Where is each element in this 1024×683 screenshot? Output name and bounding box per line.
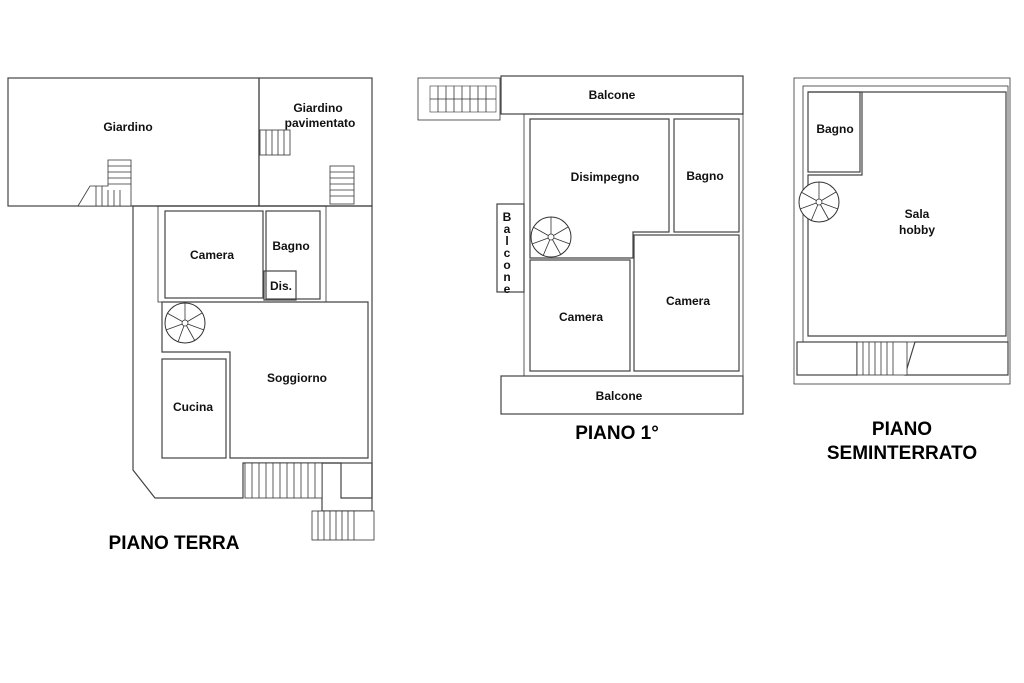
room-bagno-primo — [673, 118, 740, 233]
label-camera-primo-left: Camera — [559, 310, 603, 324]
title-piano-primo: PIANO 1° — [575, 423, 659, 444]
strip-bottom-right — [904, 341, 1009, 376]
room-sala-hobby — [807, 91, 1007, 337]
spiral-staircase-primo — [530, 216, 572, 258]
terrace-lower-right — [321, 462, 373, 512]
label-bagno: Bagno — [272, 239, 309, 253]
room-balcone-bottom — [500, 375, 744, 415]
floor-piano-primo: Balcone Disimpegno Bagno Balcone Camera … — [417, 75, 744, 444]
label-sala: Sala — [905, 207, 930, 221]
stair-external-primo — [417, 77, 501, 121]
label-disimpegno: Disimpegno — [571, 170, 640, 184]
strip-bottom-left — [796, 341, 858, 376]
label-hobby: hobby — [899, 223, 935, 237]
room-camera — [164, 210, 264, 299]
stair-lower-right-terra — [311, 510, 375, 541]
label-balcone-bottom: Balcone — [596, 389, 643, 403]
label-cucina: Cucina — [173, 400, 213, 414]
label-camera-primo-right: Camera — [666, 294, 710, 308]
stair-paved-garden-1 — [259, 129, 291, 156]
spiral-staircase-seminterrato — [798, 181, 840, 223]
label-giardino-pavimentato-2: pavimentato — [285, 116, 356, 130]
floor-piano-seminterrato: Bagno Sala hobby PIANO SEMINTERRATO — [793, 77, 1011, 464]
label-soggiorno: Soggiorno — [267, 371, 327, 385]
room-disimpegno — [529, 118, 670, 259]
room-dis — [263, 270, 297, 301]
title-piano-terra: PIANO TERRA — [109, 533, 240, 554]
label-balcone-top: Balcone — [589, 88, 636, 102]
label-giardino-pavimentato-1: Giardino — [293, 101, 342, 115]
label-balcone-side: Balcone — [500, 210, 514, 294]
label-bagno-primo: Bagno — [686, 169, 723, 183]
room-cucina — [161, 358, 227, 459]
stair-entrance-terra — [244, 462, 323, 499]
room-giardino — [7, 77, 260, 207]
room-bagno — [265, 210, 321, 300]
label-dis: Dis. — [270, 279, 292, 293]
floor-piano-terra: Giardino Giardino pavimentato Camera Bag… — [7, 77, 375, 554]
room-camera-primo-left — [529, 259, 631, 372]
spiral-staircase-terra — [164, 302, 206, 344]
title-piano-seminterrato-1: PIANO — [872, 419, 932, 440]
stair-paved-garden-2 — [329, 165, 355, 205]
room-camera-primo-right — [633, 234, 740, 372]
room-bagno-seminterrato — [807, 91, 861, 173]
label-camera: Camera — [190, 248, 234, 262]
room-soggiorno — [161, 301, 369, 459]
stair-seminterrato — [856, 341, 908, 376]
room-balcone-side — [496, 203, 525, 293]
stair-garden — [77, 159, 132, 207]
title-piano-seminterrato-2: SEMINTERRATO — [827, 443, 977, 464]
label-bagno-seminterrato: Bagno — [816, 122, 853, 136]
label-giardino: Giardino — [103, 120, 152, 134]
